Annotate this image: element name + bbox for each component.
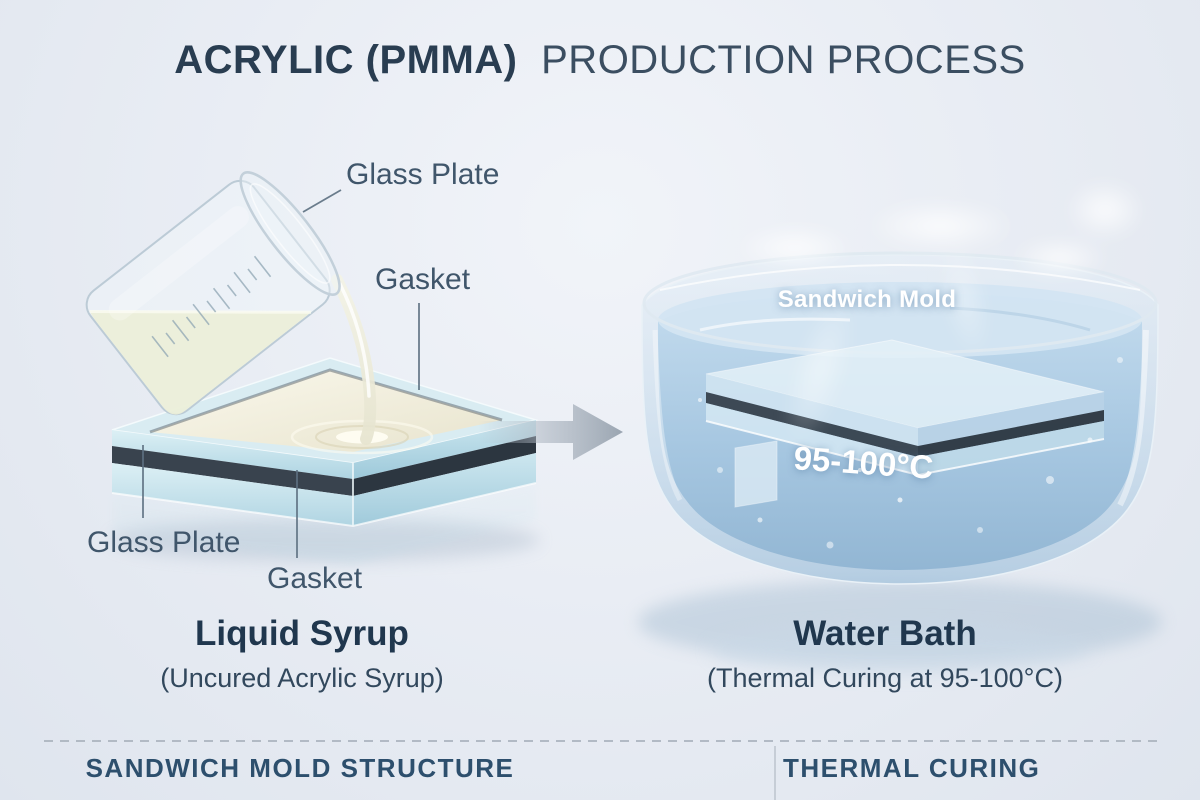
beaker-liquid: [90, 310, 312, 415]
bottom-glass-left: [112, 463, 353, 526]
footer-section-left: SANDWICH MOLD STRUCTURE: [85, 753, 515, 783]
footer-vertical-divider: [774, 746, 776, 800]
left-caption-block: Liquid Syrup (Uncured Acrylic Syrup): [92, 614, 512, 694]
submerged-bottom-glass-left: [706, 403, 918, 475]
gasket-frame-edge: [149, 368, 503, 434]
mold-reflection: [112, 483, 536, 565]
title-strong-text: ACRYLIC (PMMA): [174, 38, 518, 82]
top-glass-edge-left: [112, 430, 353, 479]
tank-wall-highlight-left: [652, 329, 683, 502]
steam-effect: [735, 180, 1145, 447]
left-subcaption: (Uncured Acrylic Syrup): [160, 663, 444, 693]
water-bath-illustration: [638, 180, 1162, 674]
tank-reflection-soft: [710, 626, 1090, 674]
sandwich-mold-label: Sandwich Mold: [777, 286, 957, 313]
tank-wall-highlight-right: [1117, 329, 1149, 507]
beaker-rim-inner: [249, 183, 331, 284]
tank-rim-highlight: [659, 264, 1141, 291]
label-glass-plate-top: Glass Plate: [346, 158, 500, 191]
beaker-illustration: [85, 171, 341, 416]
label-gasket-top: Gasket: [375, 263, 471, 296]
right-subcaption: (Thermal Curing at 95-100°C): [707, 663, 1063, 693]
gasket-band-right: [353, 436, 536, 496]
beaker-rim: [239, 171, 341, 296]
mold-support-leg: [734, 440, 778, 508]
label-glass-plate-bottom: Glass Plate: [87, 526, 241, 559]
bottom-glass-right: [353, 453, 536, 526]
arrow-right-icon: [478, 404, 623, 460]
title-light-text: PRODUCTION PROCESS: [541, 38, 1026, 82]
submerged-bottom-highlight: [705, 420, 1105, 477]
gasket-band-left: [112, 446, 353, 496]
leader-line-glass-plate-top: [302, 189, 342, 213]
submerged-bottom-glass-right: [918, 421, 1104, 475]
footer-section-right: THERMAL CURING: [783, 753, 1041, 783]
pour-stream: [331, 274, 377, 445]
beaker-measurement-ticks: [151, 255, 272, 358]
page-title: ACRYLIC (PMMA) PRODUCTION PROCESS: [0, 38, 1200, 82]
right-caption: Water Bath: [793, 614, 977, 653]
beaker-glass-highlight: [108, 206, 249, 321]
bubbles: [698, 357, 1123, 549]
left-caption: Liquid Syrup: [195, 614, 409, 653]
leader-lines: [142, 189, 420, 558]
sandwich-mold-illustration: [110, 357, 540, 565]
submerged-gasket-right: [918, 410, 1104, 457]
liquid-surface-line: [89, 309, 312, 314]
footer-dashed-line: [44, 740, 1158, 742]
water-surface: [658, 282, 1142, 358]
right-caption-block: Water Bath (Thermal Curing at 95-100°C): [635, 614, 1135, 694]
submerged-glass-right: [918, 392, 1104, 446]
liquid-pool: [150, 370, 502, 452]
label-gasket-bottom: Gasket: [267, 562, 363, 595]
